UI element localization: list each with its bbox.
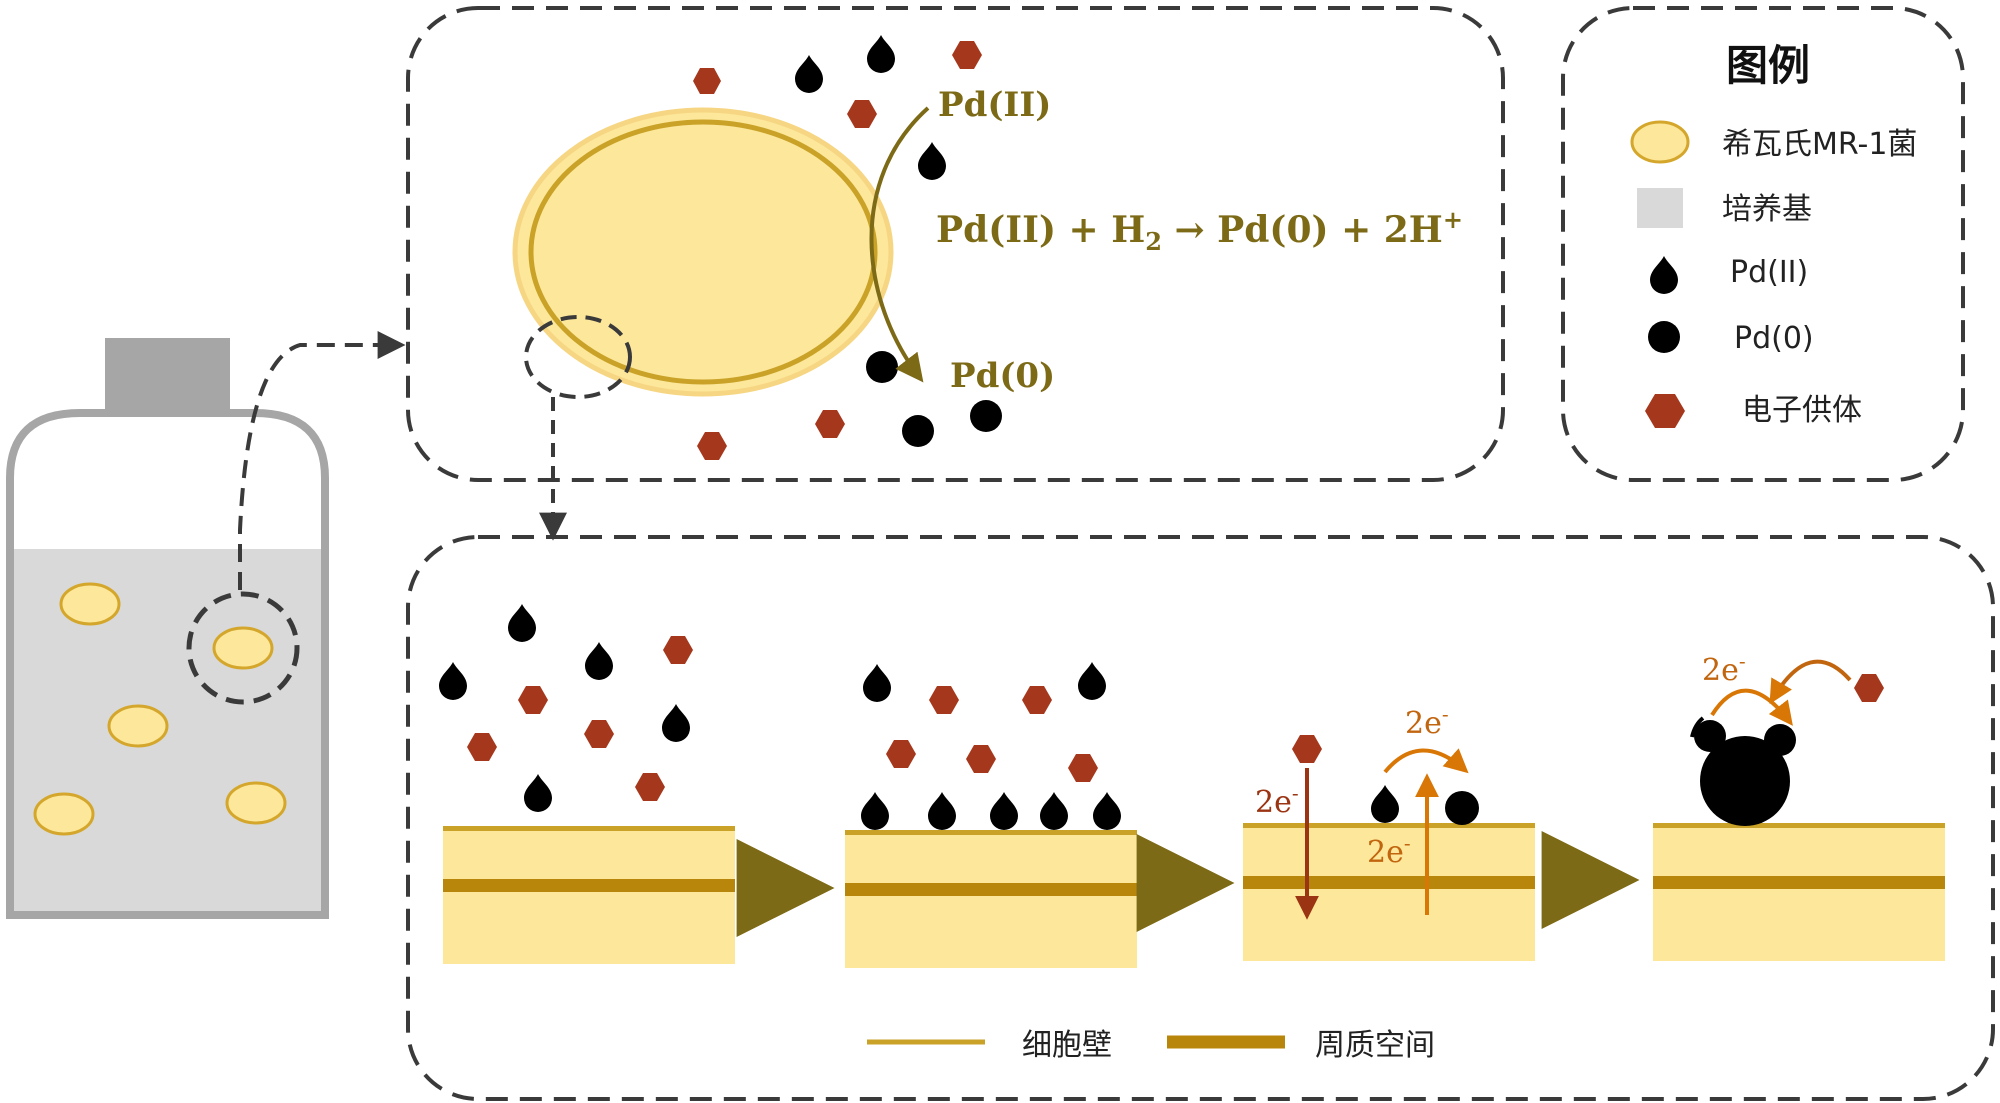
electron-donor-hexagon [886,740,916,768]
bottle-cap [105,338,230,413]
legend-label: 培养基 [1722,192,1812,227]
legend-item-pd2: Pd(II) [1650,255,1808,294]
pd2-droplet [662,704,690,742]
pd0-nanoparticle [1700,736,1790,826]
pd2-droplet [928,792,956,830]
bacterium-cell [59,582,121,626]
legend-frame [1561,6,1965,482]
pd2-droplet [861,792,889,830]
stage-1-adsorption [439,604,735,964]
electron-label: 2e- [1255,781,1299,820]
electron-label: 2e- [1367,831,1411,870]
legend-label: 希瓦氏MR-1菌 [1722,127,1917,162]
pd0-dot [1445,791,1479,825]
membrane-section [845,830,1137,968]
bacterium-icon [1630,120,1690,164]
electron-donor-hexagon [1068,754,1098,782]
electron-donor-hexagon [847,100,877,128]
pd2-droplet [1093,792,1121,830]
cell-panel-frame [406,6,1505,482]
bacterium-cell [212,626,274,670]
bacterium-large [512,107,894,397]
electron-donor-hexagon [635,773,665,801]
electron-donor-hexagon-icon [1645,394,1685,428]
pd0-dot [1694,720,1726,752]
membrane-zoom-circle [524,315,632,399]
legend-title: 图例 [1726,41,1810,90]
electron-donor-hexagon [467,733,497,761]
membrane-section [1243,823,1535,961]
zoom-connector-arrow [238,331,406,590]
electron-transfer-arc [1769,659,1852,705]
pd2-droplet [508,604,536,642]
legend-item-medium: 培养基 [1637,188,1812,228]
bacterium-cell [225,781,287,825]
pd0-dot [902,415,934,447]
cell-wall-label: 细胞壁 [1022,1028,1112,1063]
electron-donor-hexagon [663,636,693,664]
pd2-droplet [1040,792,1068,830]
electron-transfer-arc [1710,688,1793,726]
pd2-droplet [585,642,613,680]
legend-item-electron-donor: 电子供体 [1645,393,1862,428]
culture-bottle [6,338,329,919]
pd0-dot [866,351,898,383]
electron-donor-hexagon [697,432,727,460]
reaction-equation: Pd(II) + H2 → Pd(0) + 2H+ [936,205,1463,256]
pd2-droplet [1371,785,1399,823]
reduction-arrow [869,106,930,383]
periplasm-label: 周质空间 [1315,1028,1435,1063]
pd2-droplet [918,142,946,180]
electron-donor-hexagon [929,686,959,714]
electron-donor-hexagon [584,720,614,748]
electron-donor-hexagon [518,686,548,714]
bacteria-in-medium [33,582,287,836]
pd2-droplet [795,55,823,93]
stage-2-binding [845,662,1137,968]
top-particles [693,35,1002,460]
pd2-droplet [867,35,895,73]
pd2-droplet [990,792,1018,830]
membrane-legend: 细胞壁 周质空间 [867,1028,1435,1063]
membrane-section [1653,823,1945,961]
electron-transfer-arc [1383,748,1469,774]
electron-donor-hexagon [952,41,982,69]
legend-item-bacterium: 希瓦氏MR-1菌 [1630,120,1917,164]
legend-item-pd0: Pd(0) [1648,321,1814,356]
electron-donor-hexagon [815,410,845,438]
stage-4-pd0-growth: 2e- [1653,649,1945,961]
pd2-tail [1690,716,1705,738]
medium-swatch-icon [1637,188,1683,228]
electron-donor-hexagon [1022,686,1052,714]
pd0-dot [1764,724,1796,756]
pd2-droplet [1078,662,1106,700]
pd2-droplet [863,664,891,702]
stage-3-electron-transfer: 2e- 2e- 2e- [1243,702,1535,961]
bacterium-cell [33,792,95,836]
electron-label: 2e- [1702,649,1746,688]
electron-label: 2e- [1405,702,1449,741]
pd0-dot [970,400,1002,432]
legend-label: Pd(0) [1734,321,1814,356]
membrane-section [443,826,735,964]
stages-panel-frame [406,535,1995,1101]
electron-donor-hexagon [1292,735,1322,763]
legend-label: Pd(II) [1730,255,1808,290]
bacterium-cell [107,704,169,748]
electron-donor-hexagon [966,745,996,773]
zoom-circle [186,591,300,705]
electron-donor-hexagon [693,68,721,94]
legend-label: 电子供体 [1742,393,1862,428]
pd2-droplet [439,662,467,700]
pd2-droplet [524,774,552,812]
pd2-droplet-icon [1650,256,1678,294]
pd0-dot-icon [1648,321,1680,353]
pd2-label: Pd(II) [938,85,1051,125]
pd0-label: Pd(0) [950,356,1055,396]
electron-donor-hexagon [1854,674,1884,702]
